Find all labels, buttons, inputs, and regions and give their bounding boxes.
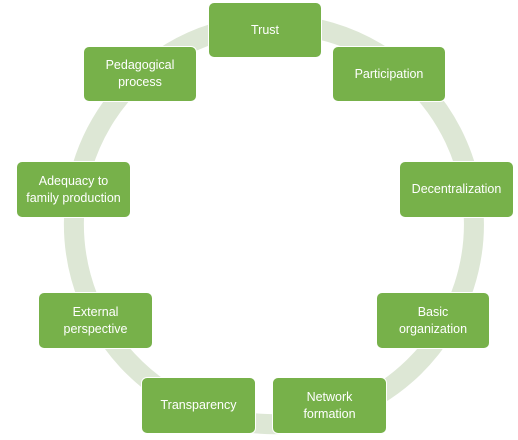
node-network-formation: Network formation bbox=[272, 377, 387, 434]
node-trust: Trust bbox=[208, 2, 322, 58]
node-transparency: Transparency bbox=[141, 377, 256, 434]
node-basic-organization: Basic organization bbox=[376, 292, 490, 349]
node-external-perspective: External perspective bbox=[38, 292, 153, 349]
node-decentralization: Decentralization bbox=[399, 161, 514, 218]
node-pedagogical-process: Pedagogical process bbox=[83, 46, 197, 102]
node-participation: Participation bbox=[332, 46, 446, 102]
node-adequacy-to-family-production: Adequacy to family production bbox=[16, 161, 131, 218]
